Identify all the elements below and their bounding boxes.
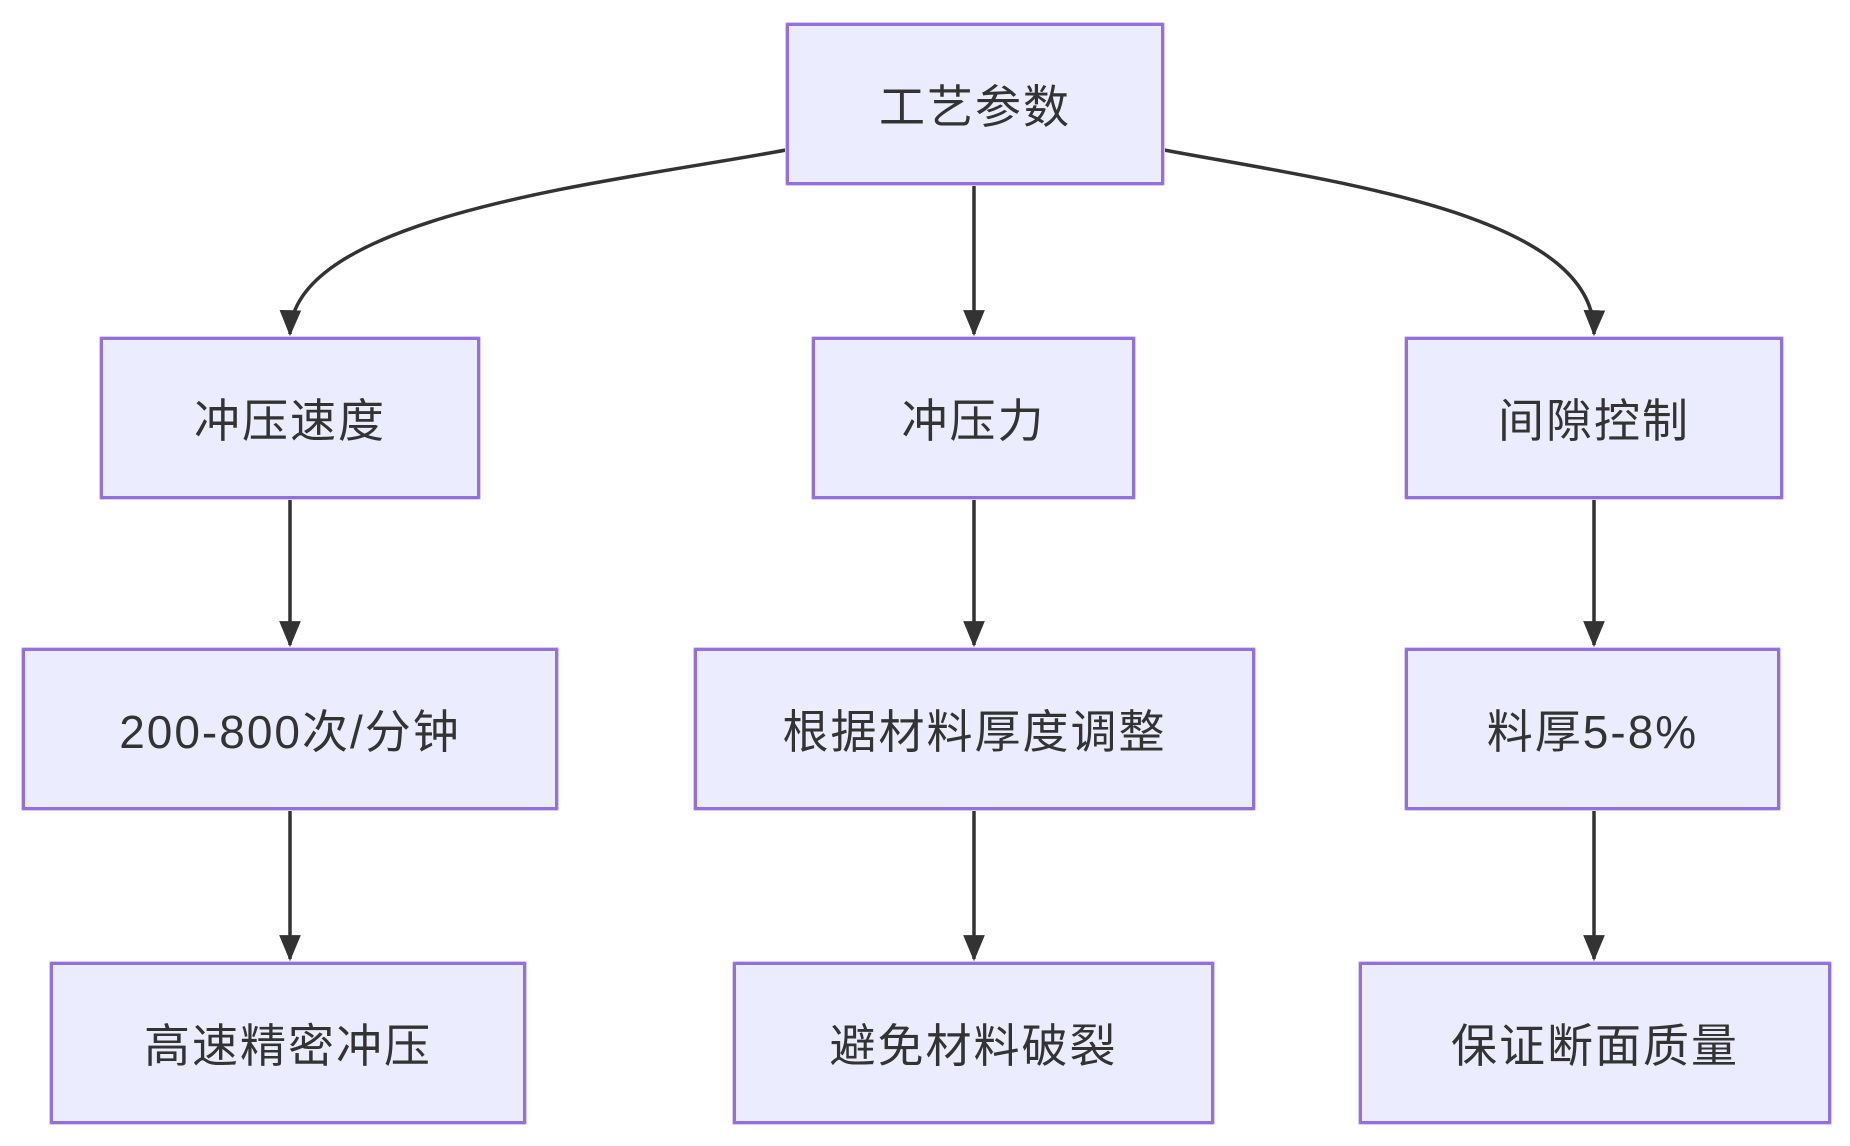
node-clearance-control: 间隙控制	[1405, 337, 1783, 499]
node-clearance-detail: 料厚5-8%	[1405, 648, 1780, 810]
node-speed-outcome: 高速精密冲压	[50, 962, 526, 1124]
node-stamping-force: 冲压力	[812, 337, 1135, 499]
node-process-parameters: 工艺参数	[786, 23, 1164, 185]
edge-root-to-clearance	[1163, 148, 1606, 337]
node-clearance-outcome: 保证断面质量	[1359, 962, 1831, 1124]
node-stamping-speed: 冲压速度	[100, 337, 480, 499]
node-force-detail: 根据材料厚度调整	[694, 648, 1255, 810]
node-force-outcome: 避免材料破裂	[733, 962, 1214, 1124]
node-speed-detail: 200-800次/分钟	[22, 648, 558, 810]
edge-root-to-speed	[279, 148, 787, 337]
